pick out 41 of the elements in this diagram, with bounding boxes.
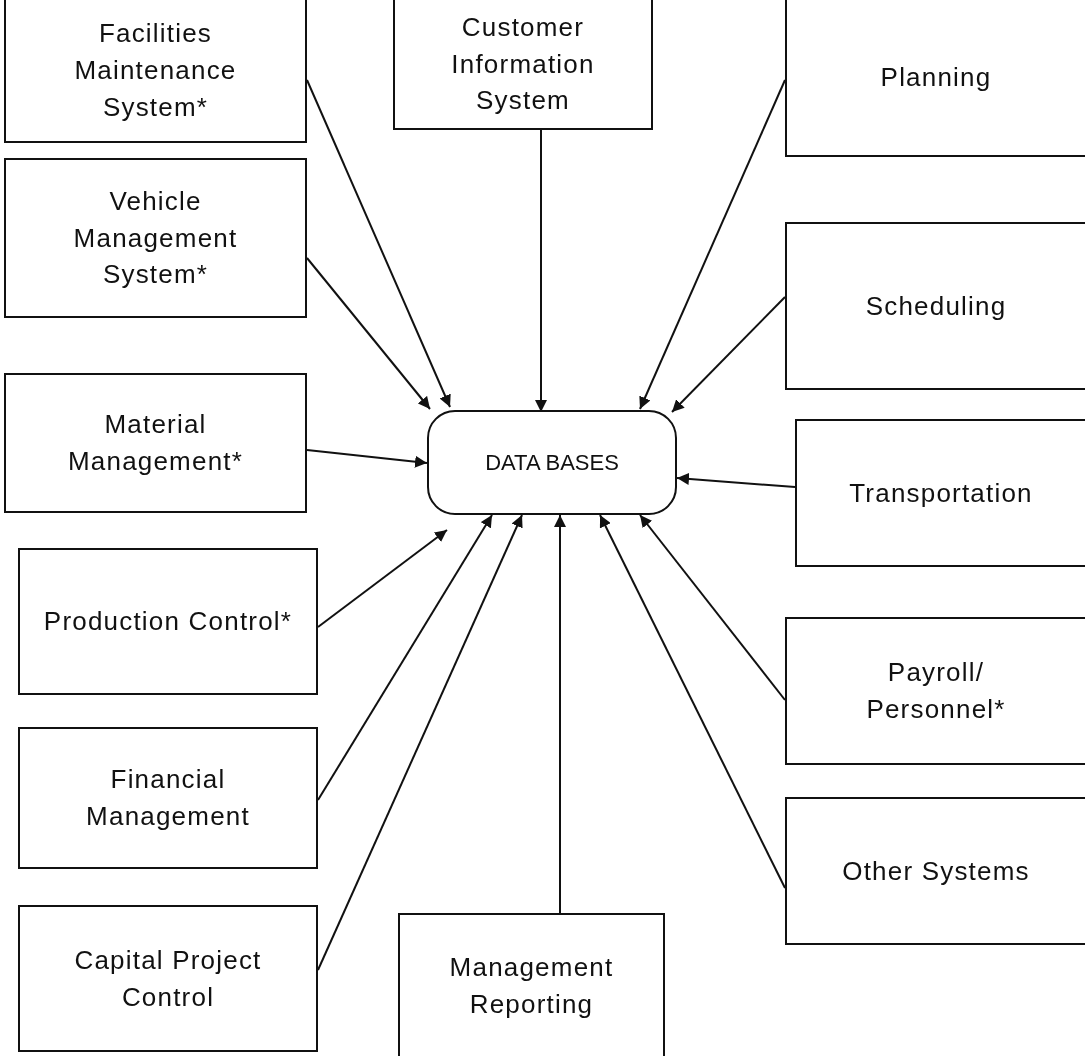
system-box [398, 913, 665, 1056]
arrow [317, 514, 523, 971]
system-box [4, 158, 307, 318]
system-box [393, 0, 653, 130]
system-box [785, 617, 1085, 765]
box-label: Material Management* [66, 408, 245, 478]
system-box [795, 419, 1085, 567]
arrow [676, 472, 796, 488]
box-label: DATA BASES [485, 448, 619, 477]
system-box [18, 548, 318, 695]
box-label: Payroll/ Personnel* [865, 656, 1007, 726]
arrow [535, 129, 547, 413]
system-box [18, 905, 318, 1052]
box-label: Customer Information System [450, 10, 596, 118]
arrow [599, 514, 786, 889]
box-label: Management Reporting [448, 950, 615, 1021]
arrow [639, 514, 786, 701]
system-box [18, 727, 318, 869]
system-box [785, 222, 1085, 390]
box-label: Facilities Maintenance System* [73, 17, 238, 124]
system-box [4, 373, 307, 513]
arrow [554, 514, 566, 914]
box-label: Production Control* [43, 605, 293, 639]
arrow [306, 449, 428, 468]
arrow [317, 514, 493, 801]
arrow [317, 529, 448, 628]
database-box [427, 410, 677, 515]
system-box [785, 797, 1085, 945]
box-label: Capital Project Control [73, 943, 263, 1014]
box-label: Scheduling [865, 289, 1007, 323]
box-label: Planning [880, 61, 992, 95]
arrow [306, 257, 431, 410]
box-label: Transportation [849, 476, 1033, 510]
arrow [306, 79, 451, 408]
system-box [785, 0, 1085, 157]
box-label: Financial Management [85, 763, 251, 833]
system-box [4, 0, 307, 143]
arrow [639, 79, 786, 410]
box-label: Vehicle Management System* [72, 184, 239, 292]
arrow [671, 296, 786, 413]
box-label: Other Systems [842, 854, 1030, 888]
